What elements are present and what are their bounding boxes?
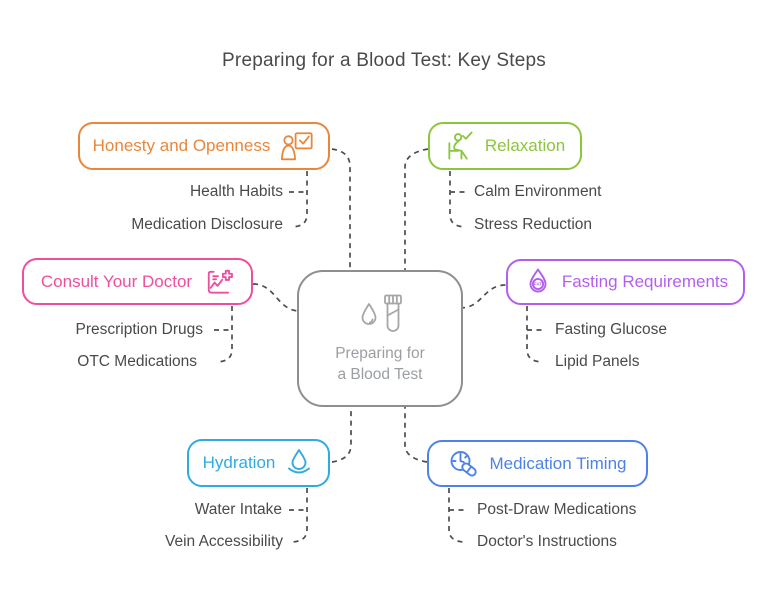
sub-item-otc-medications: OTC Medications bbox=[77, 353, 197, 370]
page-title: Preparing for a Blood Test: Key Steps bbox=[222, 50, 546, 71]
central-topic-label: Preparing for a Blood Test bbox=[335, 344, 425, 383]
node-fasting-requirements: FAT Fasting Requirements bbox=[506, 259, 745, 305]
sub-item-fasting-glucose: Fasting Glucose bbox=[555, 321, 667, 338]
water-droplet-icon bbox=[288, 449, 311, 474]
connector-consult-child2 bbox=[217, 306, 233, 363]
seated-person-check-icon bbox=[448, 131, 473, 160]
connector-center-hydration bbox=[331, 405, 352, 463]
connector-hydration-child2 bbox=[292, 488, 308, 543]
node-hydration: Hydration bbox=[187, 439, 330, 487]
connector-center-consult bbox=[252, 283, 301, 312]
chart-medical-plus-icon bbox=[207, 269, 233, 294]
sub-item-stress-reduction: Stress Reduction bbox=[474, 216, 593, 233]
sub-item-medication-disclosure: Medication Disclosure bbox=[131, 216, 283, 233]
connector-medication-child2 bbox=[448, 488, 464, 543]
sub-item-prescription-drugs: Prescription Drugs bbox=[75, 321, 204, 338]
fat-droplet-icon: FAT bbox=[529, 268, 547, 293]
node-honesty-and-openness: Honesty and Openness bbox=[78, 122, 330, 170]
connector-relaxation-child2 bbox=[449, 171, 465, 228]
central-topic-node: Preparing for a Blood Test bbox=[297, 270, 463, 407]
connector-honesty-child2 bbox=[292, 171, 308, 228]
sub-item-calm-environment: Calm Environment bbox=[474, 183, 602, 200]
connector-center-relaxation bbox=[404, 148, 429, 272]
connector-center-fasting bbox=[459, 284, 507, 309]
node-medication-timing: Medication Timing bbox=[427, 440, 648, 487]
sub-item-post-draw-medications: Post-Draw Medications bbox=[477, 501, 637, 518]
connector-fasting-child2 bbox=[526, 306, 542, 363]
node-label: Hydration bbox=[202, 453, 276, 472]
node-consult-your-doctor: Consult Your Doctor bbox=[22, 258, 253, 305]
connector-center-medication bbox=[404, 405, 428, 463]
node-label: Honesty and Openness bbox=[92, 136, 271, 155]
connector-center-honesty bbox=[331, 148, 351, 272]
node-label: Medication Timing bbox=[489, 453, 627, 473]
blood-drop-and-test-tube-icon bbox=[361, 294, 402, 332]
sub-item-water-intake: Water Intake bbox=[194, 501, 282, 518]
clock-pill-icon bbox=[451, 450, 478, 476]
sub-item-doctors-instructions: Doctor's Instructions bbox=[477, 533, 617, 550]
sub-item-health-habits: Health Habits bbox=[189, 183, 283, 200]
person-checkbox-icon bbox=[281, 131, 313, 160]
sub-item-lipid-panels: Lipid Panels bbox=[555, 353, 640, 370]
node-relaxation: Relaxation bbox=[428, 122, 582, 170]
node-label: Relaxation bbox=[484, 136, 566, 155]
node-label: Consult Your Doctor bbox=[40, 271, 193, 291]
sub-item-vein-accessibility: Vein Accessibility bbox=[164, 533, 283, 550]
fat-label: FAT bbox=[534, 282, 542, 287]
node-label: Fasting Requirements bbox=[561, 272, 729, 291]
